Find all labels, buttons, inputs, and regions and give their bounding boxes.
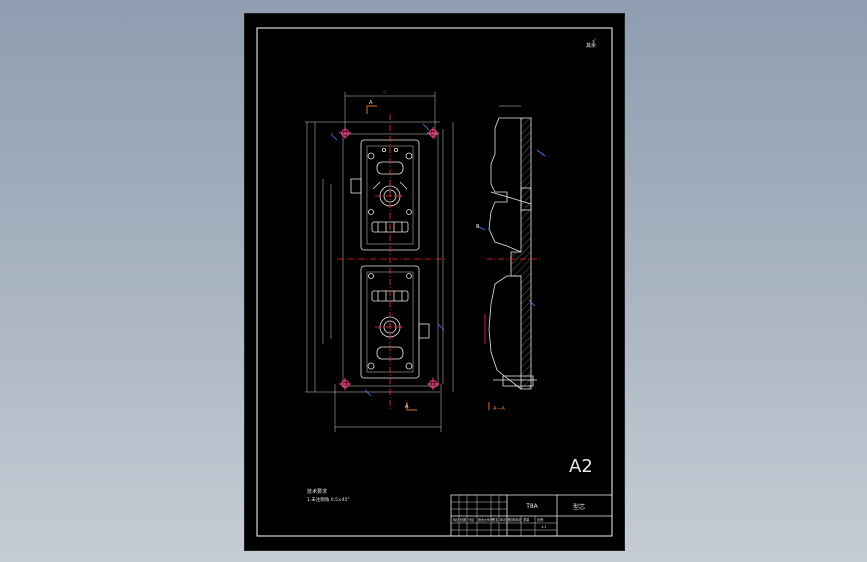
corner-roughness-symbol: √ — [592, 38, 596, 45]
title-block: 标记 处数 分区 更改文件号 签名 年月日 T8A 阶段标记 重量 比例 1:1… — [450, 494, 613, 537]
sheet-border — [256, 27, 613, 537]
row-label-zone: 分区 — [468, 517, 475, 522]
drawing-viewport[interactable]: √ 其余 ○ — [244, 13, 625, 551]
part-material: T8A — [525, 503, 538, 510]
datum-letter: B — [476, 224, 480, 230]
section-label-bottom: A — [405, 404, 409, 410]
stage-label: 阶段标记 — [509, 517, 523, 522]
weight-label: 重量 — [523, 517, 530, 522]
leader-markers — [330, 123, 445, 397]
notes-title: 技术要求 — [307, 488, 327, 495]
scale-value: 1:1 — [541, 525, 547, 529]
guide-pin-marks — [339, 127, 439, 390]
row-label-change-doc: 更改文件号 — [478, 517, 493, 522]
svg-text:○: ○ — [383, 90, 386, 94]
section-arrows — [366, 105, 417, 411]
corner-note: 其余 — [586, 42, 596, 49]
row-label-sign: 签名 — [492, 517, 498, 522]
row-label-count: 处数 — [460, 517, 467, 522]
section-view: B A—A — [476, 105, 546, 412]
section-caption: A—A — [493, 406, 505, 412]
section-label-top: A — [369, 100, 373, 106]
row-label-mark: 标记 — [453, 517, 460, 522]
front-view: ○ — [305, 90, 454, 432]
notes-line-1: 1.未注倒角 0.5×45° — [307, 496, 350, 503]
cad-drawing-canvas[interactable]: √ 其余 ○ — [245, 14, 624, 550]
row-label-date: 年月日 — [500, 517, 510, 522]
sheet-size-label: A2 — [569, 456, 593, 477]
scale-label: 比例 — [537, 517, 543, 522]
drawing-name: 型芯 — [573, 503, 585, 511]
